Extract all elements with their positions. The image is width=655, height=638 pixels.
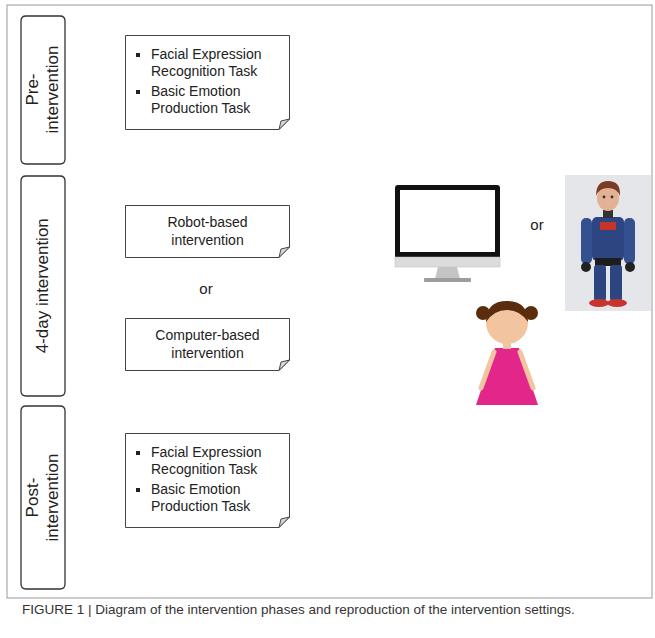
task-list: Facial Expression Recognition TaskBasic … <box>133 46 282 118</box>
folded-corner <box>279 119 290 130</box>
robot-hip <box>595 258 621 266</box>
robot-neck <box>603 210 613 218</box>
monitor-base <box>424 278 471 282</box>
task-item: Facial Expression Recognition Task <box>151 46 282 80</box>
task-list: Facial Expression Recognition TaskBasic … <box>133 444 282 516</box>
task-box: Facial Expression Recognition TaskBasic … <box>125 433 290 528</box>
box-border <box>126 36 290 130</box>
intervention-label: Computer-based intervention <box>133 327 282 361</box>
child-arm <box>520 352 533 388</box>
robot-photo <box>565 175 651 311</box>
task-item: Facial Expression Recognition Task <box>151 444 282 478</box>
intervention-label: Robot-based intervention <box>133 214 282 248</box>
robot-torso <box>592 217 624 261</box>
monitor-screen <box>400 190 495 252</box>
folded-corner <box>279 517 290 528</box>
connective-word: or <box>176 280 236 297</box>
phase-label: 4-day intervention <box>33 181 53 391</box>
phase-band: Pre- intervention <box>20 15 66 165</box>
label-slot: or <box>176 280 236 297</box>
task-box: Facial Expression Recognition TaskBasic … <box>125 35 290 130</box>
task-item: Basic Emotion Production Task <box>151 481 282 515</box>
monitor-bezel <box>395 185 500 259</box>
figure-frame <box>7 5 652 598</box>
photo-background <box>565 175 651 311</box>
monitor-chin <box>395 257 500 267</box>
phase-band: 4-day intervention <box>20 175 66 397</box>
phase-label: Pre- intervention <box>23 34 62 146</box>
robot-left-hand <box>581 262 591 272</box>
box-content: Computer-based intervention <box>133 327 282 361</box>
connective-word: or <box>507 216 567 233</box>
robot-right-foot <box>607 299 627 307</box>
robot-left-foot <box>589 299 609 307</box>
folded-corner <box>279 247 290 258</box>
task-box: Computer-based intervention <box>125 318 290 371</box>
phase-label: Post- intervention <box>23 438 62 558</box>
task-box: Robot-based intervention <box>125 205 290 258</box>
box-border <box>126 434 290 528</box>
band-border <box>21 176 65 396</box>
caption-slot: FIGURE 1 | Diagram of the intervention p… <box>22 602 642 618</box>
child-head <box>486 302 528 344</box>
box-content: Robot-based intervention <box>133 214 282 248</box>
box-border <box>126 319 290 371</box>
computer-monitor <box>395 185 500 282</box>
robot-chest <box>600 222 616 230</box>
phase-band: Post- intervention <box>20 405 66 590</box>
task-item: Basic Emotion Production Task <box>151 83 282 117</box>
robot-right-hand <box>625 262 635 272</box>
folded-corner <box>279 360 290 371</box>
robot-hair <box>596 181 620 196</box>
robot-left-arm <box>581 218 592 264</box>
robot-left-leg <box>594 265 606 301</box>
label-slot: or <box>507 216 567 233</box>
band-border <box>21 406 65 589</box>
box-border <box>126 206 290 258</box>
figure-caption: FIGURE 1 | Diagram of the intervention p… <box>22 602 642 618</box>
band-border <box>21 16 65 164</box>
robot-eye <box>603 196 606 199</box>
child-dress <box>476 348 538 405</box>
child-figure <box>476 301 538 405</box>
robot-eye <box>611 196 614 199</box>
robot-right-leg <box>610 265 622 301</box>
monitor-neck <box>435 267 460 279</box>
child-hair <box>486 301 528 322</box>
child-arm <box>481 352 494 388</box>
robot-right-arm <box>624 218 635 264</box>
